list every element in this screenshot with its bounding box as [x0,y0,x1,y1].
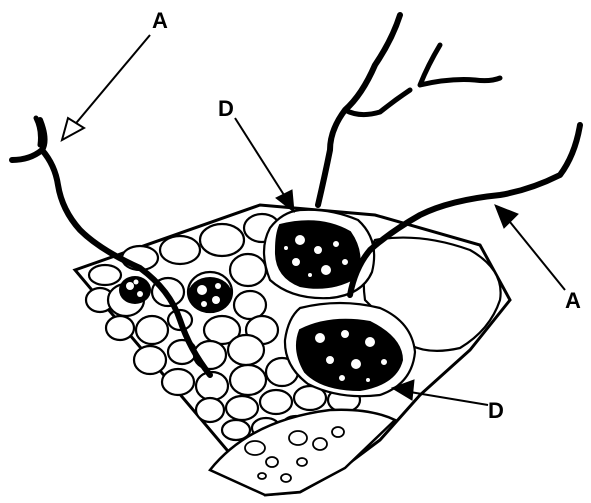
label-a-right: A [565,288,581,313]
arrow-d-bottom-shaft [410,392,488,405]
label-d-bottom: D [488,398,504,423]
label-a-top: A [152,8,168,33]
arrow-a-top-head [62,118,84,140]
arrow-a-right-shaft [510,222,565,290]
arrow-d-top-shaft [235,118,284,195]
arbuscule-small-left [119,276,151,304]
arbuscule-small-mid [188,277,232,313]
arrow-a-right-head [495,205,518,228]
hypha-left-tip [36,118,41,145]
hypha-center [318,15,400,205]
label-d-top: D [218,96,234,121]
hypha-right-branch [420,45,500,85]
arrow-a-top-shaft [72,35,150,128]
arbuscule-top [276,221,360,288]
